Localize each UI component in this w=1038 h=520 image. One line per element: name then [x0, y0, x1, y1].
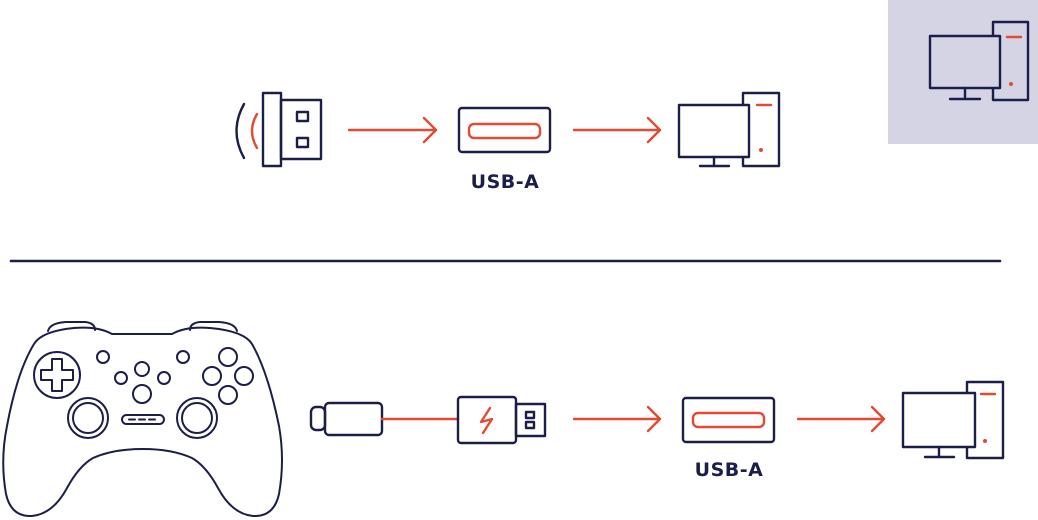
gamepad-controller-icon [2, 321, 283, 518]
wireless-usb-dongle-icon [235, 91, 323, 168]
usb-a-port-icon [457, 106, 552, 154]
desktop-computer-icon [901, 380, 1005, 460]
arrow [572, 405, 662, 433]
usb-c-plug-icon [309, 401, 460, 437]
arrow [796, 405, 886, 433]
arrow [572, 116, 662, 144]
usb-cable-plug-icon [456, 395, 547, 445]
desktop-computer-icon [677, 91, 781, 168]
desktop-computer-icon [928, 20, 1030, 102]
arrow [347, 116, 438, 144]
usb-a-port-icon [681, 396, 776, 444]
usb-a-label: USB-A [470, 171, 540, 193]
usb-a-label: USB-A [694, 459, 764, 481]
